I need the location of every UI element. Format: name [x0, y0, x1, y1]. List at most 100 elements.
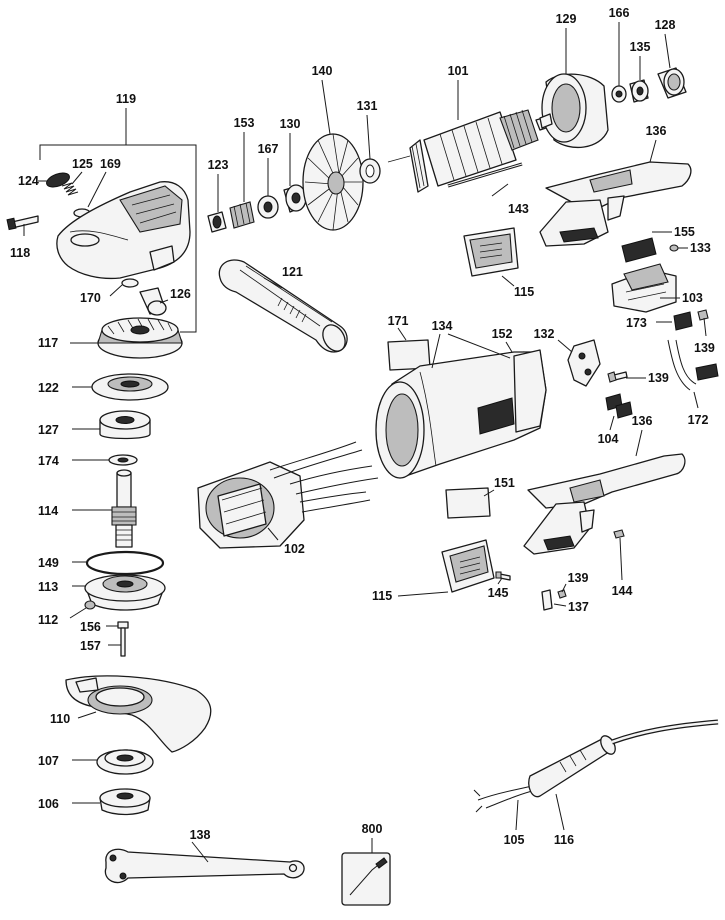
label-114: 114 — [38, 504, 58, 518]
label-156: 156 — [80, 620, 101, 634]
part-127-bearing — [72, 410, 151, 440]
label-115-lower: 115 — [372, 589, 392, 603]
part-122-plate — [72, 373, 169, 401]
label-104: 104 — [598, 432, 619, 446]
label-136-lower: 136 — [632, 414, 653, 428]
label-167: 167 — [258, 142, 279, 156]
label-117: 117 — [38, 336, 58, 350]
label-135: 135 — [630, 40, 651, 54]
part-129-housing — [539, 28, 609, 149]
label-172: 172 — [688, 413, 709, 427]
part-131-washer — [359, 114, 381, 184]
label-143: 143 — [508, 202, 529, 216]
label-130: 130 — [280, 117, 301, 131]
label-139-mid: 139 — [648, 371, 669, 385]
part-121-side-handle — [218, 259, 348, 353]
label-102: 102 — [284, 542, 305, 556]
part-174-washer — [72, 454, 138, 466]
part-115-lower-plate — [397, 539, 495, 597]
part-145-screw — [495, 571, 511, 585]
part-132 — [557, 339, 601, 387]
label-134: 134 — [432, 319, 453, 333]
part-118 — [6, 215, 39, 236]
label-133: 133 — [690, 241, 711, 255]
label-149: 149 — [38, 556, 59, 570]
part-125 — [61, 171, 83, 196]
part-170 — [109, 278, 139, 297]
label-106: 106 — [38, 797, 59, 811]
label-101: 101 — [448, 64, 469, 78]
label-136-top: 136 — [646, 124, 667, 138]
label-118: 118 — [10, 246, 30, 260]
label-115-top: 115 — [514, 285, 534, 299]
label-153: 153 — [234, 116, 255, 130]
label-121: 121 — [282, 265, 303, 279]
label-174: 174 — [38, 454, 59, 468]
part-139a — [697, 309, 709, 337]
part-labels: 119 124 125 169 118 170 126 117 122 127 … — [10, 6, 715, 847]
part-128 — [657, 33, 687, 99]
part-126 — [139, 287, 169, 316]
label-139-top: 139 — [694, 341, 715, 355]
part-167 — [257, 158, 279, 219]
part-105-116-cable — [473, 719, 719, 831]
label-152: 152 — [492, 327, 513, 341]
label-129: 129 — [556, 12, 577, 26]
label-107: 107 — [38, 754, 59, 768]
label-145: 145 — [488, 586, 509, 600]
part-171-label — [387, 327, 431, 371]
label-122: 122 — [38, 381, 59, 395]
part-115-top-plate — [463, 227, 519, 287]
label-132: 132 — [534, 327, 555, 341]
label-173: 173 — [626, 316, 647, 330]
label-138: 138 — [190, 828, 211, 842]
label-139-lower: 139 — [568, 571, 589, 585]
part-113-bearing-plate — [72, 574, 166, 611]
part-133 — [669, 244, 688, 252]
part-102-stator — [197, 441, 379, 549]
label-105: 105 — [504, 833, 525, 847]
label-155: 155 — [674, 225, 695, 239]
part-134-motor-housing — [375, 333, 547, 479]
label-171: 171 — [388, 314, 409, 328]
label-119: 119 — [116, 92, 136, 106]
part-110-guard — [65, 675, 212, 753]
label-157: 157 — [80, 639, 101, 653]
label-166: 166 — [609, 6, 630, 20]
label-800: 800 — [362, 822, 383, 836]
part-112-screw — [69, 600, 96, 619]
part-172-cables — [667, 339, 719, 409]
label-127: 127 — [38, 423, 59, 437]
label-131: 131 — [357, 99, 378, 113]
part-166 — [611, 22, 627, 103]
part-151-label — [445, 487, 495, 519]
part-800-kit — [341, 838, 391, 906]
part-136-handle-top — [539, 139, 692, 247]
part-155 — [621, 231, 672, 263]
part-144-screw — [613, 529, 625, 581]
part-124 — [38, 172, 70, 188]
part-173 — [656, 311, 693, 331]
part-119-gear-housing — [56, 181, 191, 280]
part-117-bevel-gear — [70, 317, 183, 359]
part-136-handle-lower — [523, 429, 686, 555]
part-107-flange — [72, 749, 154, 775]
label-151: 151 — [494, 476, 515, 490]
part-156-157 — [106, 621, 129, 657]
part-139c-137 — [541, 583, 567, 611]
part-140-fan — [302, 79, 364, 231]
label-169: 169 — [100, 157, 121, 171]
label-144: 144 — [612, 584, 633, 598]
label-113: 113 — [38, 580, 58, 594]
label-125: 125 — [72, 157, 93, 171]
label-126: 126 — [170, 287, 191, 301]
part-101-armature — [387, 80, 553, 193]
part-135 — [629, 56, 649, 103]
label-116: 116 — [554, 833, 574, 847]
part-114-spindle — [72, 469, 137, 548]
part-143-rod — [447, 162, 523, 197]
label-124: 124 — [18, 174, 39, 188]
label-123: 123 — [208, 158, 229, 172]
